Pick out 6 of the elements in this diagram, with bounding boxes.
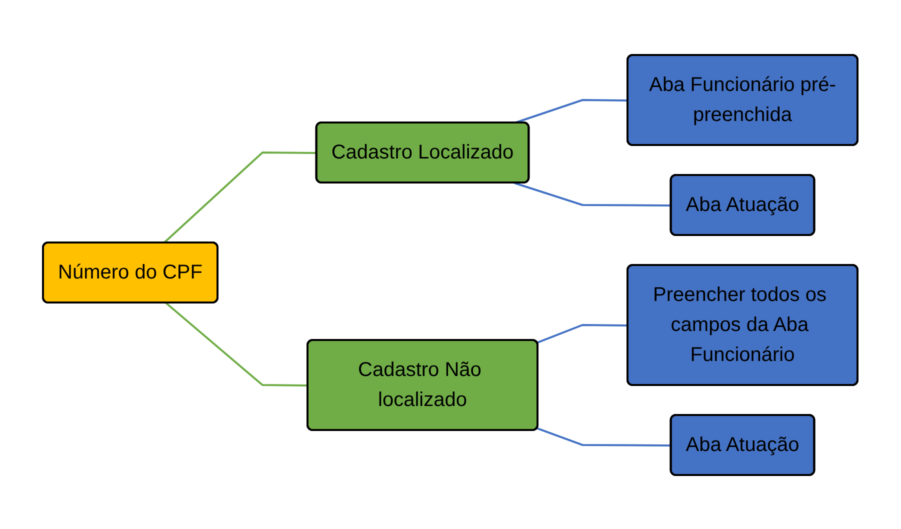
connector	[514, 182, 672, 206]
connector	[163, 151, 318, 244]
connector	[537, 426, 672, 446]
connector	[514, 98, 628, 124]
connector	[537, 324, 628, 344]
connector	[166, 302, 308, 386]
